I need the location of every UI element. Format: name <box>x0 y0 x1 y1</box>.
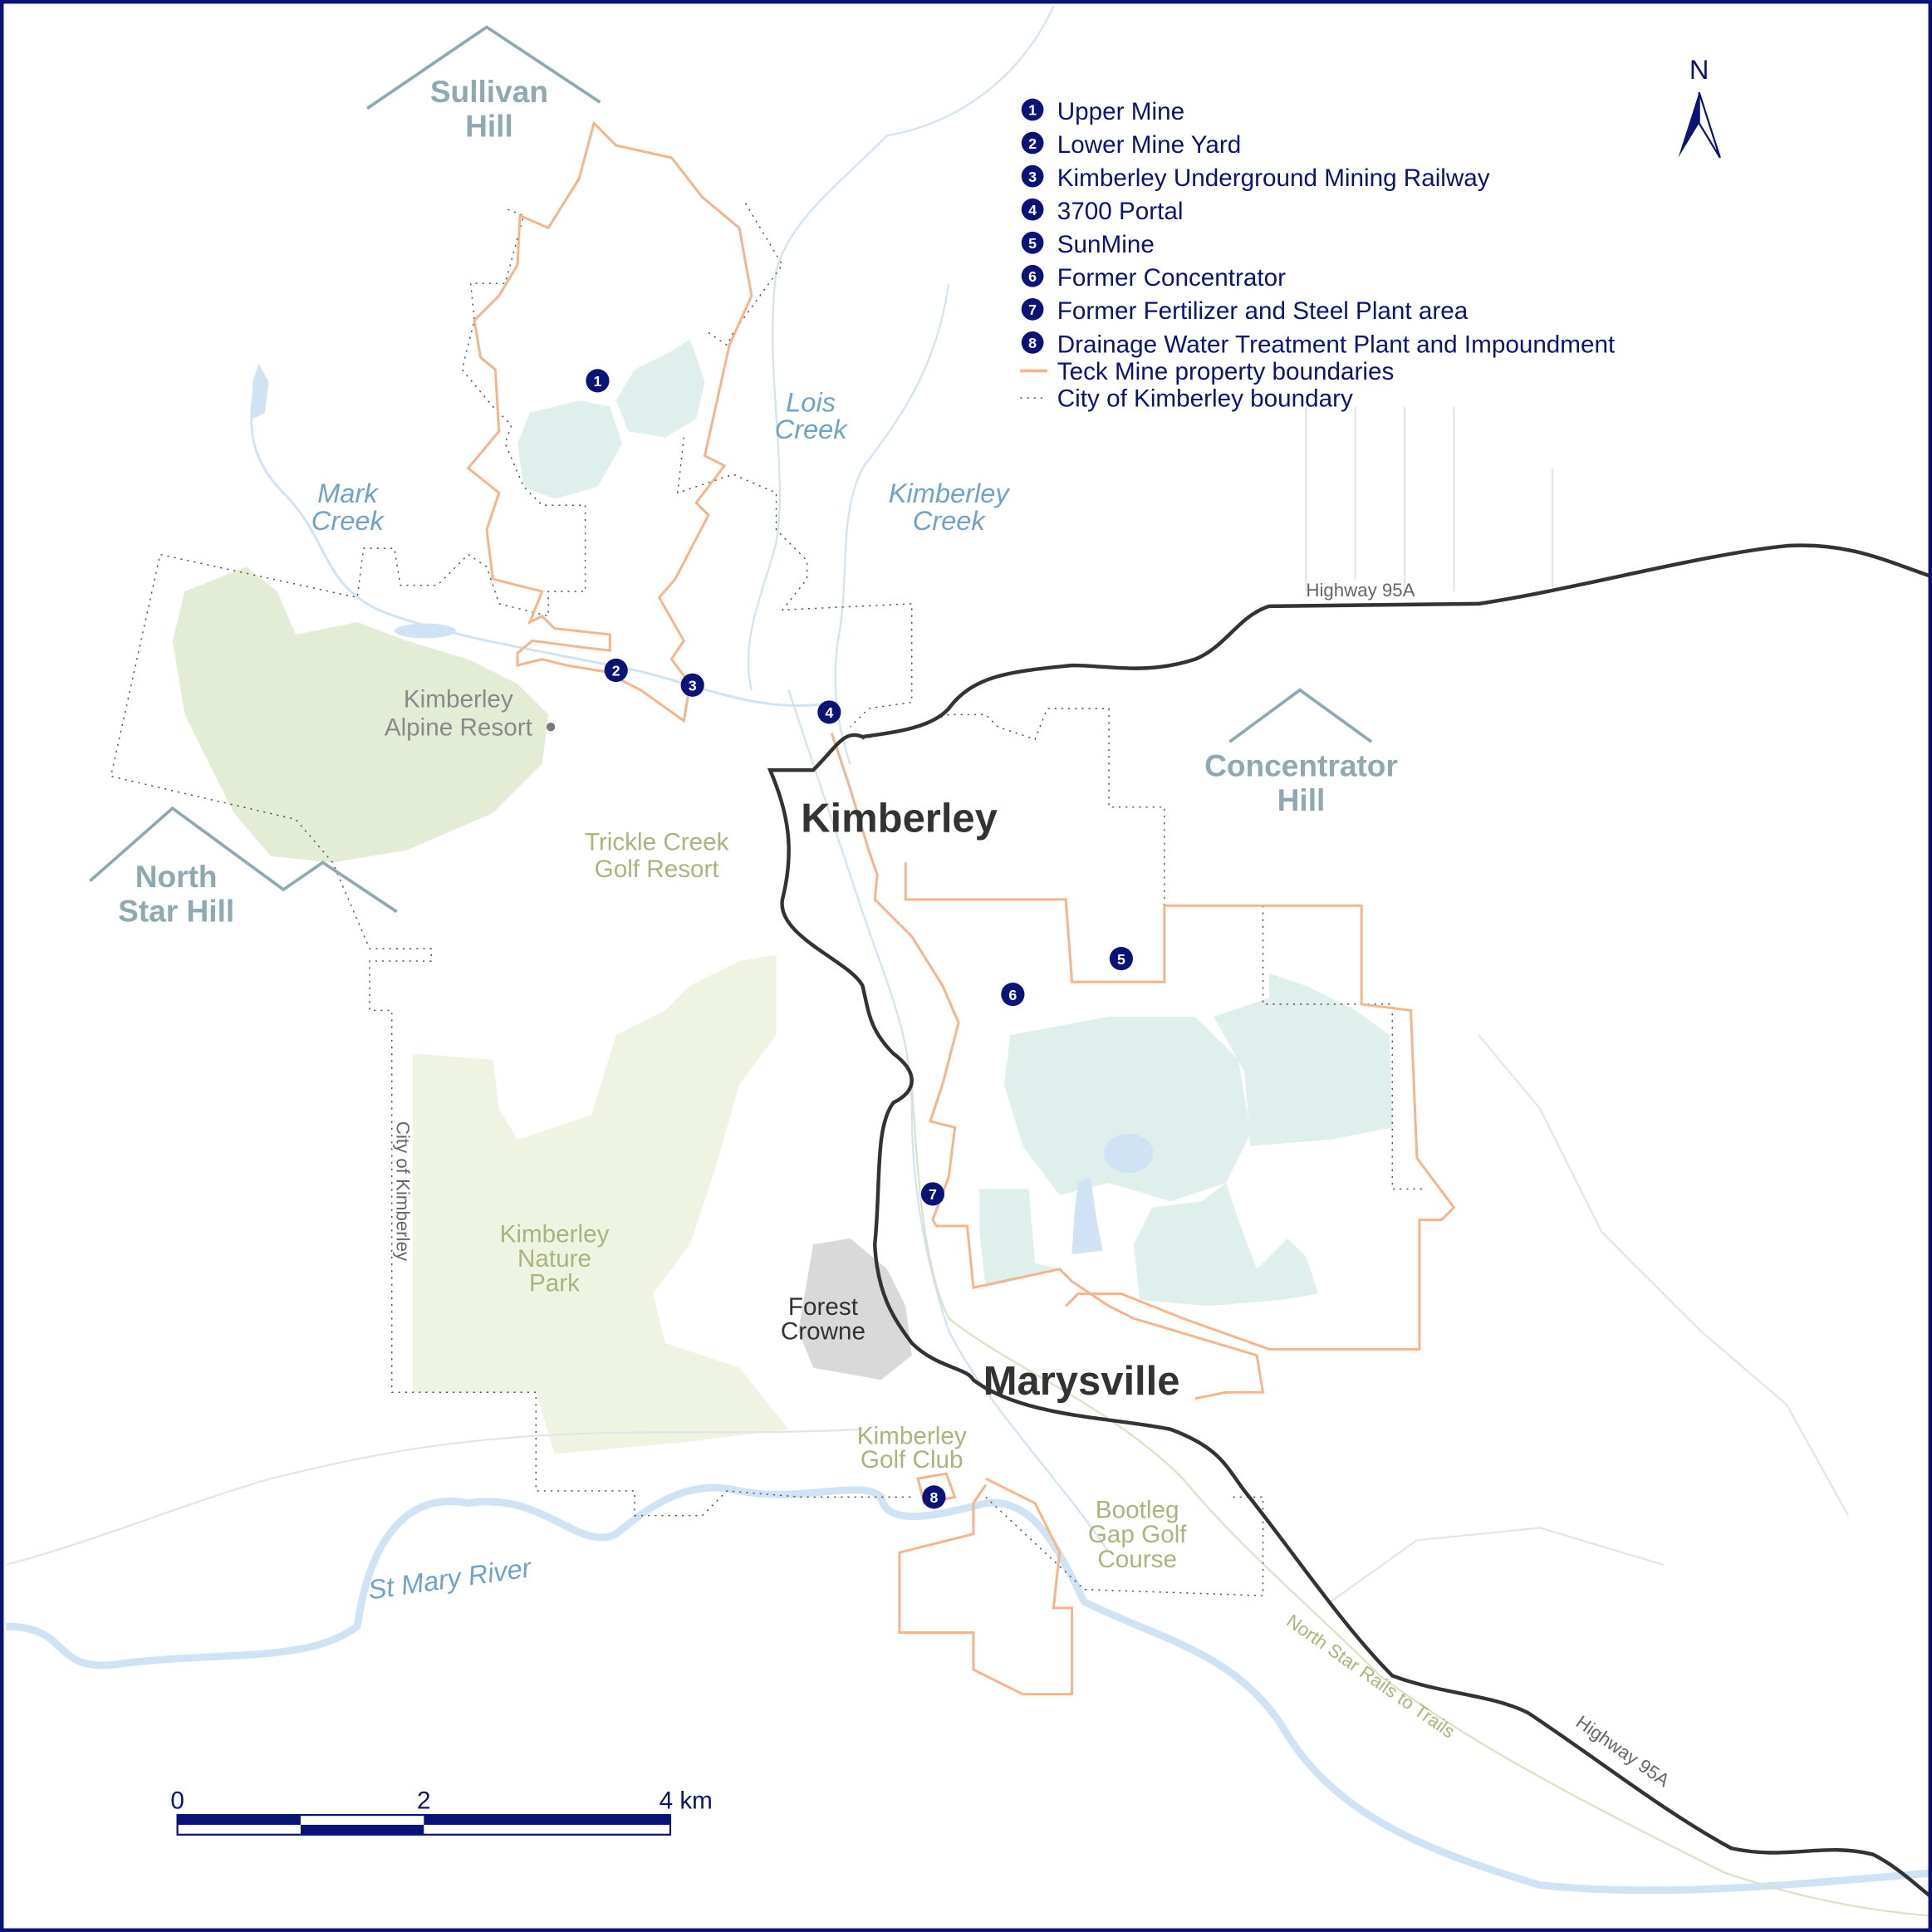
legend-teck-boundary: Teck Mine property boundaries <box>1020 358 1394 385</box>
site-marker-1[interactable]: 1 <box>586 369 610 393</box>
site-marker-5[interactable]: 5 <box>1109 947 1134 971</box>
svg-text:4: 4 <box>1028 202 1037 218</box>
svg-text:Drainage Water Treatment Plant: Drainage Water Treatment Plant and Impou… <box>1057 331 1616 358</box>
svg-text:5: 5 <box>1117 951 1125 968</box>
legend-item-5: 5 SunMine <box>1021 231 1155 258</box>
svg-text:5: 5 <box>1028 235 1037 252</box>
svg-text:4: 4 <box>825 704 833 721</box>
svg-text:1: 1 <box>594 373 602 390</box>
highway-95a <box>767 543 1932 1900</box>
site-marker-3[interactable]: 3 <box>680 673 704 697</box>
svg-text:1: 1 <box>1028 102 1037 119</box>
alpine-resort-area <box>172 566 549 863</box>
hill-symbols <box>89 25 1373 914</box>
scale-tick-2: 2 <box>417 1787 431 1815</box>
city-boundary-label: City of Kimberley <box>393 1121 414 1262</box>
legend: 1 Upper Mine 2 Lower Mine Yard 3 Kimberley … <box>1020 98 1616 413</box>
legend-city-boundary: City of Kimberley boundary <box>1020 385 1353 413</box>
svg-text:Former Concentrator: Former Concentrator <box>1057 264 1286 292</box>
svg-text:3700 Portal: 3700 Portal <box>1057 198 1184 225</box>
kimberley-town-label: Kimberley <box>801 796 998 841</box>
alpine-resort-point <box>546 723 556 732</box>
svg-text:7: 7 <box>929 1186 937 1203</box>
lakes <box>253 363 1154 1255</box>
tailings-ponds <box>517 338 1393 1307</box>
legend-item-8: 8 Drainage Water Treatment Plant and Impo… <box>1021 331 1616 358</box>
site-marker-8[interactable]: 8 <box>922 1485 946 1509</box>
site-marker-4[interactable]: 4 <box>817 700 841 724</box>
site-marker-2[interactable]: 2 <box>604 658 628 683</box>
svg-text:8: 8 <box>929 1489 938 1506</box>
svg-text:8: 8 <box>1028 335 1037 351</box>
site-markers: 1 2 3 4 5 6 7 8 <box>586 369 1134 1509</box>
svg-text:2: 2 <box>1028 135 1037 152</box>
svg-text:3: 3 <box>689 677 697 694</box>
scale-bar: 0 2 4 km <box>170 1787 713 1836</box>
svg-text:Lower Mine Yard: Lower Mine Yard <box>1057 131 1241 159</box>
legend-item-3: 3 Kimberley Underground Mining Railway <box>1021 164 1490 192</box>
city-of-kimberley-boundary <box>110 203 1424 1596</box>
legend-item-2: 2 Lower Mine Yard <box>1021 131 1241 159</box>
svg-text:Former Fertilizer and Steel Pl: Former Fertilizer and Steel Plant area <box>1057 297 1469 325</box>
scale-tick-0: 0 <box>170 1787 184 1815</box>
rail-trail-line <box>910 1084 1932 1917</box>
legend-item-6: 6 Former Concentrator <box>1021 264 1286 292</box>
svg-text:6: 6 <box>1008 987 1017 1003</box>
svg-text:7: 7 <box>1028 302 1037 318</box>
svg-text:2: 2 <box>612 663 620 679</box>
svg-text:3: 3 <box>1028 169 1037 185</box>
site-marker-6[interactable]: 6 <box>1001 983 1025 1007</box>
water-features <box>6 5 1932 1895</box>
legend-item-1: 1 Upper Mine <box>1021 98 1184 125</box>
svg-text:Upper Mine: Upper Mine <box>1057 98 1184 125</box>
forest-crowne-area <box>798 1238 912 1380</box>
svg-text:6: 6 <box>1028 268 1037 285</box>
north-label: N <box>1689 54 1709 85</box>
nature-park-area <box>412 954 789 1454</box>
marysville-town-label: Marysville <box>983 1359 1180 1404</box>
svg-text:SunMine: SunMine <box>1057 231 1155 258</box>
minor-roads <box>6 406 1850 1603</box>
scale-tick-4: 4 km <box>660 1787 713 1815</box>
svg-text:City of Kimberley boundary: City of Kimberley boundary <box>1057 385 1353 413</box>
svg-text:Teck Mine property boundaries: Teck Mine property boundaries <box>1057 358 1395 385</box>
highway-label-north: Highway 95A <box>1306 580 1415 601</box>
svg-text:Kimberley Underground Mining R: Kimberley Underground Mining Railway <box>1057 164 1490 192</box>
legend-item-4: 4 3700 Portal <box>1021 198 1184 225</box>
site-marker-7[interactable]: 7 <box>920 1182 945 1206</box>
legend-item-7: 7 Former Fertilizer and Steel Plant area <box>1021 297 1469 325</box>
